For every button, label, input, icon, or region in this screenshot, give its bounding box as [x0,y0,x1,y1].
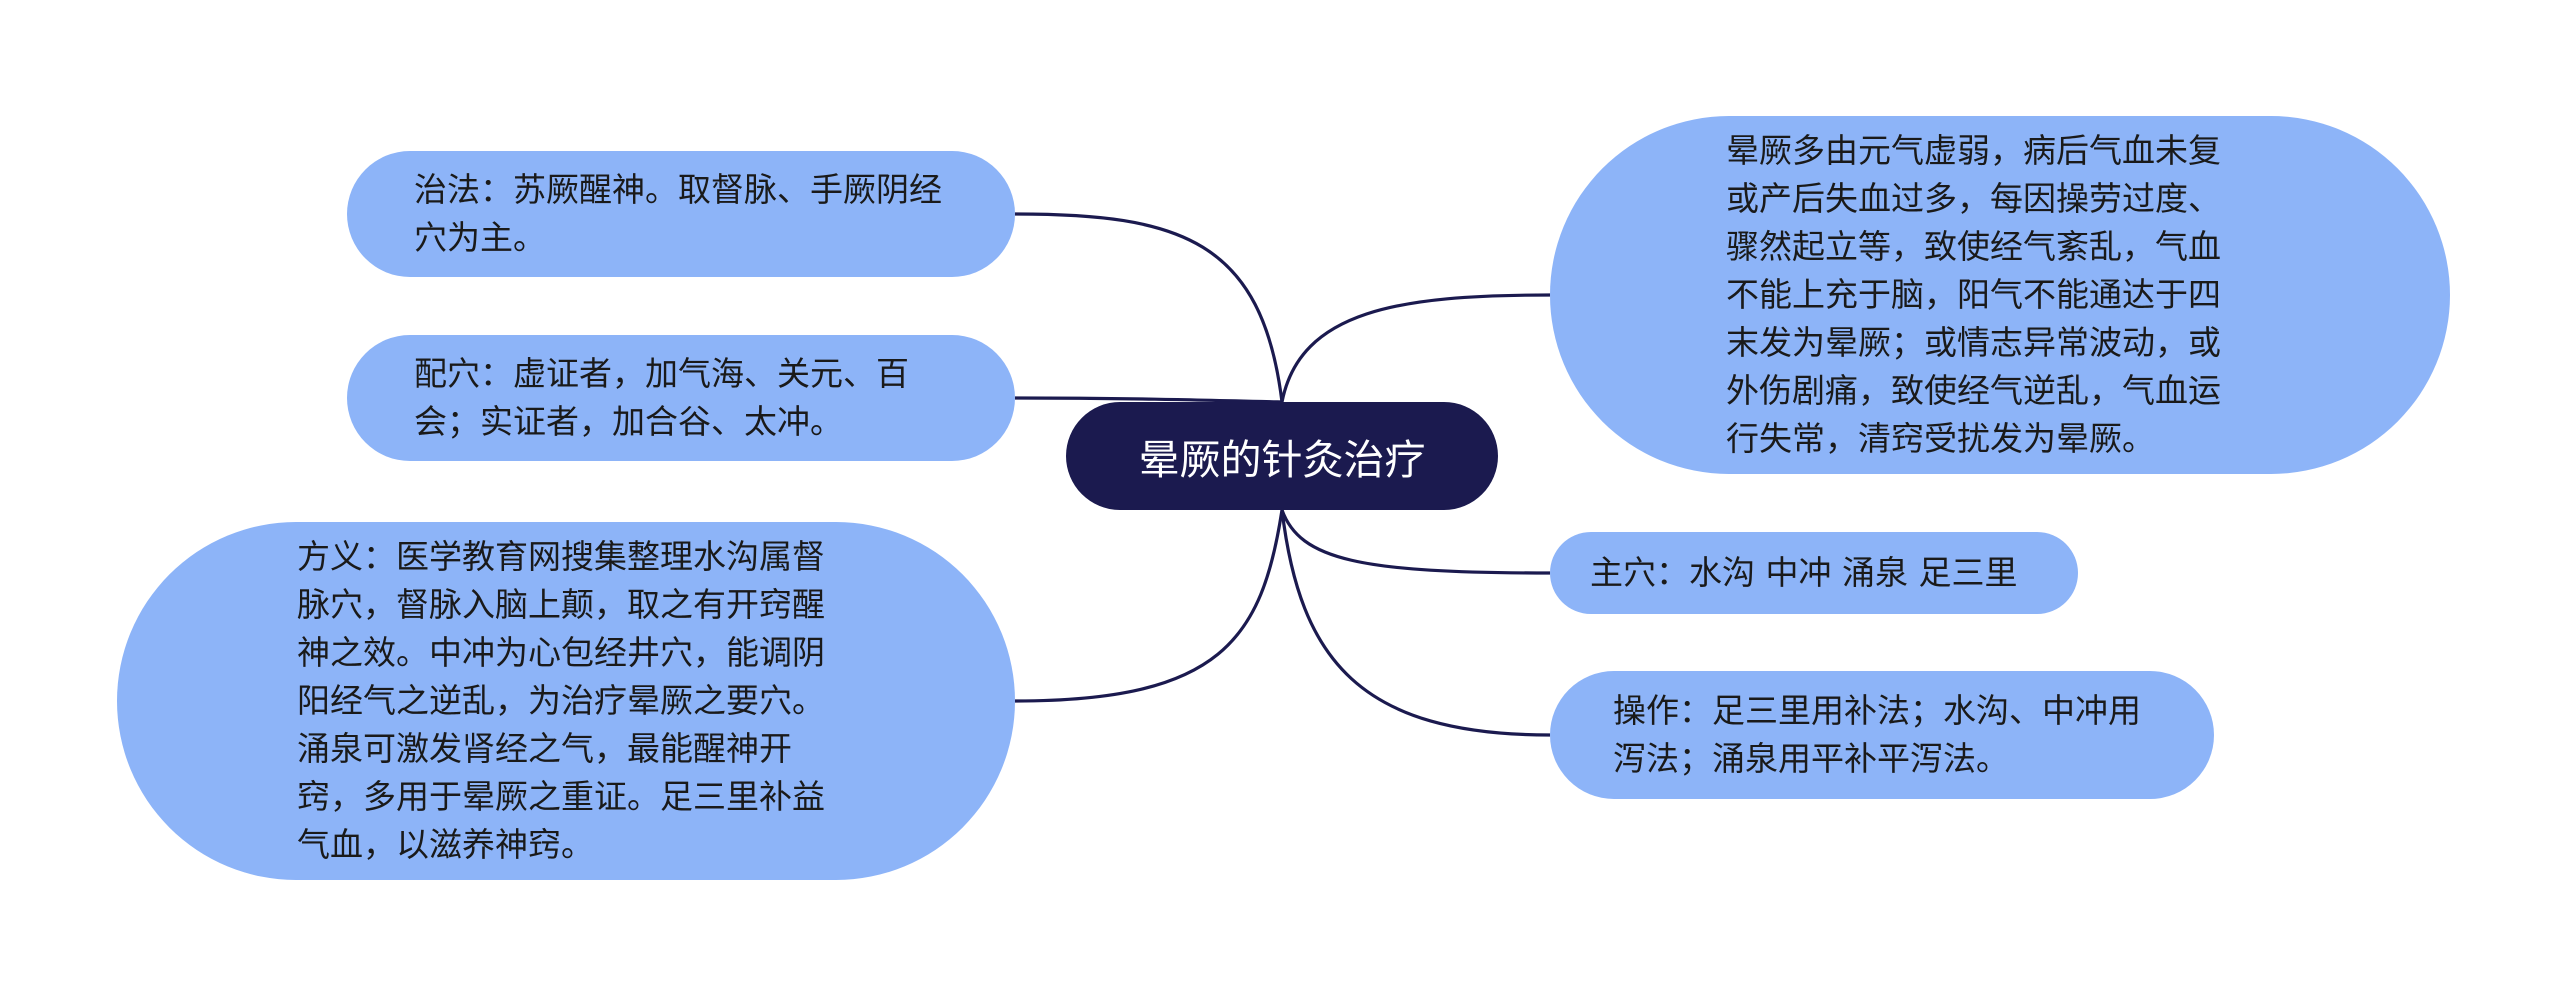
node-prescription-rationale[interactable]: 方义：医学教育网搜集整理水沟属督脉穴，督脉入脑上颠，取之有开窍醒神之效。中冲为心… [117,522,1015,880]
connector-prescription [1014,509,1284,703]
node-operation-text: 操作：足三里用补法；水沟、中冲用泻法；涌泉用平补平泻法。 [1613,691,2141,778]
connector-operation [1280,509,1551,737]
node-prescription-rationale-text: 方义：医学教育网搜集整理水沟属督脉穴，督脉入脑上颠，取之有开窍醒神之效。中冲为心… [297,537,825,864]
node-treatment-method-text: 治法：苏厥醒神。取督脉、手厥阴经穴为主。 [414,170,942,257]
node-treatment-method[interactable]: 治法：苏厥醒神。取督脉、手厥阴经穴为主。 [347,151,1015,277]
connector-method [1014,212,1284,403]
central-topic-label: 晕厥的针灸治疗 [1138,436,1426,484]
connector-main [1280,509,1551,575]
node-operation[interactable]: 操作：足三里用补法；水沟、中冲用泻法；涌泉用平补平泻法。 [1550,671,2214,799]
node-paired-points-text: 配穴：虚证者，加气海、关元、百会；实证者，加合谷、太冲。 [414,354,909,441]
node-paired-points[interactable]: 配穴：虚证者，加气海、关元、百会；实证者，加合谷、太冲。 [347,335,1015,461]
node-etiology[interactable]: 晕厥多由元气虚弱，病后气血未复或产后失血过多，每因操劳过度、骤然起立等，致使经气… [1550,116,2450,474]
node-etiology-text: 晕厥多由元气虚弱，病后气血未复或产后失血过多，每因操劳过度、骤然起立等，致使经气… [1726,131,2221,458]
node-main-points[interactable]: 主穴：水沟 中冲 涌泉 足三里 [1550,532,2078,614]
connector-cause [1280,293,1551,403]
central-topic[interactable]: 晕厥的针灸治疗 [1066,402,1498,510]
node-main-points-text: 主穴：水沟 中冲 涌泉 足三里 [1590,553,2018,592]
connector-pair [1014,396,1283,404]
